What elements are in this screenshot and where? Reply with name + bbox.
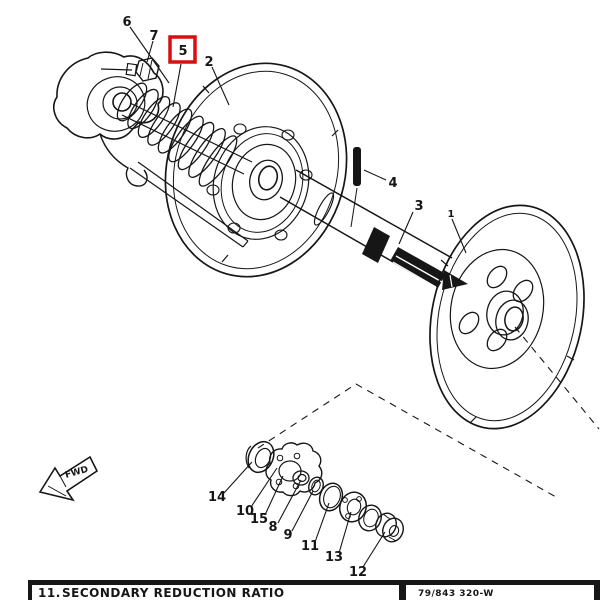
- bracket-drawing: [53, 51, 164, 187]
- callout-11: 11: [301, 539, 319, 554]
- key-drawing: [350, 147, 361, 228]
- callout-1: 1: [448, 209, 455, 220]
- callout-6: 6: [122, 15, 131, 30]
- dashed-guide-lines: [257, 326, 600, 498]
- callout-13: 13: [325, 550, 343, 565]
- callout-7: 7: [149, 29, 158, 44]
- leader-lines: [129, 26, 467, 568]
- footer-section-number: 11.: [38, 586, 61, 600]
- footer-doc-number: 79/843 320-W: [418, 589, 494, 599]
- callout-15: 15: [250, 512, 268, 527]
- callout-3: 3: [414, 199, 423, 214]
- callout-4: 4: [388, 176, 397, 191]
- footer-title: SECONDARY REDUCTION RATIO: [62, 586, 285, 600]
- part-10-15-gear: [265, 442, 323, 497]
- callout-2: 2: [204, 55, 213, 70]
- fwd-arrow-icon: FWD: [38, 455, 99, 502]
- shaft-drawing: [279, 169, 468, 290]
- bracket-arm-lines: [121, 102, 253, 248]
- highlight-annotation[interactable]: 5: [168, 35, 197, 64]
- center-sheave-disc-drawing: [164, 62, 348, 278]
- part-washer-ring: [358, 504, 382, 532]
- spring-drawing: [116, 82, 238, 187]
- callout-labels: 6 7 2 4 3 1 14 10 15 8 9 11 13 12: [122, 15, 454, 580]
- callout-5: 5: [178, 44, 187, 59]
- part-14-collar: [245, 440, 275, 474]
- callout-9: 9: [283, 528, 292, 543]
- callout-12: 12: [349, 565, 367, 580]
- callout-8: 8: [268, 520, 277, 535]
- footer-divider: [399, 585, 406, 600]
- right-sheave-disc-drawing: [429, 204, 585, 430]
- callout-10: 10: [236, 504, 254, 519]
- callout-14: 14: [208, 490, 226, 505]
- footer-bar: 11. SECONDARY REDUCTION RATIO 79/843 320…: [28, 580, 600, 600]
- highlight-box[interactable]: [168, 35, 197, 64]
- hub-parts-drawing: [245, 440, 404, 543]
